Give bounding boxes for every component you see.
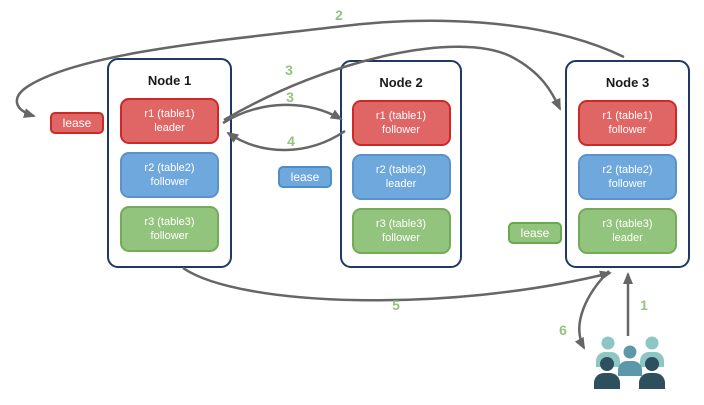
node-3-replica-r3: r3 (table3) leader [578, 208, 677, 254]
node-2-replica-r2: r2 (table2) leader [351, 154, 451, 200]
step-label-6: 6 [559, 322, 567, 338]
node-3-title: Node 3 [605, 75, 650, 90]
replica-role: follower [382, 124, 420, 136]
replica-name: r2 (table2) [602, 163, 653, 176]
replica-name: r3 (table3) [602, 217, 653, 230]
node-1-replica-r3: r3 (table3) follower [120, 206, 219, 252]
step-label-1: 1 [640, 297, 648, 313]
replica-name: r1 (table1) [375, 109, 427, 122]
replica-role: leader [385, 178, 417, 190]
replica-name: r2 (table2) [144, 161, 195, 174]
node-3: Node 3 r1 (table1) follower r2 (table2) … [565, 60, 690, 268]
lease-tag-r2: lease [278, 166, 332, 188]
node-2-replica-r1: r1 (table1) follower [351, 100, 451, 146]
node-2: Node 2 r1 (table1) follower r2 (table2) … [340, 60, 462, 268]
replica-role: follower [608, 124, 647, 136]
users-group-icon [594, 336, 665, 389]
replica-name: r2 (table2) [375, 163, 427, 176]
replica-role: leader [154, 122, 185, 134]
node-1-replica-r1: r1 (table1) leader [120, 98, 219, 144]
lease-tag-r3: lease [508, 222, 562, 244]
replica-role: follower [150, 176, 189, 188]
arrow-step-3-to-node2 [222, 103, 343, 125]
replica-name: r3 (table3) [144, 215, 195, 228]
step-label-2: 2 [335, 7, 343, 23]
replica-name: r1 (table1) [144, 107, 195, 120]
node-1-replica-r2: r2 (table2) follower [120, 152, 219, 198]
step-label-4: 4 [287, 133, 295, 149]
arrow-step-5 [182, 266, 612, 302]
step-label-3a: 3 [285, 62, 293, 78]
replica-role: follower [382, 232, 420, 244]
step-label-5: 5 [392, 297, 400, 313]
node-2-title: Node 2 [379, 75, 423, 90]
replica-role: follower [608, 178, 647, 190]
node-1: Node 1 r1 (table1) leader r2 (table2) fo… [107, 58, 232, 268]
step-label-3b: 3 [286, 89, 294, 105]
replica-name: r1 (table1) [602, 109, 653, 122]
replica-role: follower [150, 230, 189, 242]
node-3-replica-r1: r1 (table1) follower [578, 100, 677, 146]
replica-role: leader [612, 232, 643, 244]
replica-name: r3 (table3) [375, 217, 427, 230]
node-1-title: Node 1 [147, 73, 192, 88]
node-2-replica-r3: r3 (table3) follower [351, 208, 451, 254]
node-3-replica-r2: r2 (table2) follower [578, 154, 677, 200]
lease-tag-r1: lease [50, 112, 104, 134]
